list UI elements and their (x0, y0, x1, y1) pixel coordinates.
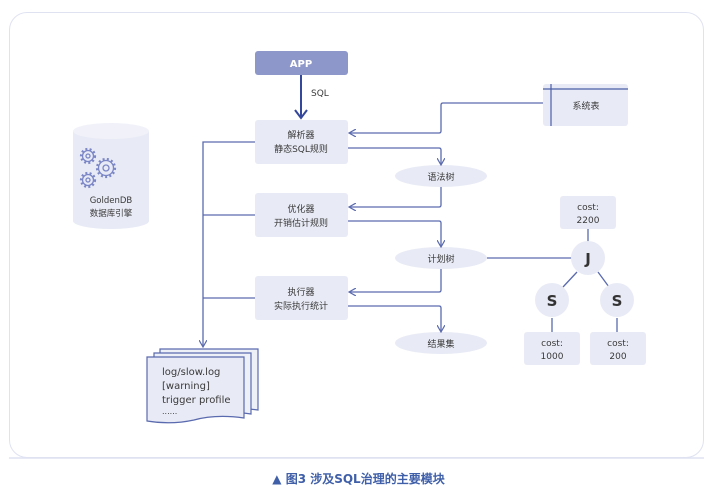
plan-tree: cost: 2200 J S S cost: 1000 cost: 200 (524, 196, 646, 365)
executor-title: 执行器 (287, 286, 314, 298)
scan-node-left: S (535, 283, 569, 317)
log-line-3: trigger profile (162, 395, 231, 406)
executor-subtitle: 实际执行统计 (274, 300, 328, 312)
sql-label: SQL (311, 89, 329, 99)
connector-optimizer-plan (348, 220, 441, 246)
optimizer-subtitle: 开销估计规则 (274, 217, 328, 229)
app-box: APP (255, 51, 348, 75)
sql-arrow: SQL (294, 75, 329, 120)
triangle-marker-icon: ▲ (272, 472, 282, 486)
caption-text: 图3 涉及SQL治理的主要模块 (285, 472, 445, 486)
scan-right-cost-box: cost: 200 (590, 332, 646, 365)
join-cost-label: cost: (577, 203, 599, 213)
result-set-node: 结果集 (395, 332, 487, 354)
system-table-box: 系统表 (543, 84, 628, 126)
join-node: J (571, 241, 605, 275)
plan-tree-node: 计划树 (395, 247, 487, 269)
scan-left-label: S (547, 292, 558, 310)
result-set-label: 结果集 (427, 338, 454, 350)
join-node-label: J (584, 250, 591, 268)
syntax-tree-node: 语法树 (395, 165, 487, 187)
engine-name: GoldenDB (90, 196, 133, 206)
plan-tree-label: 计划树 (427, 253, 454, 265)
scan-right-cost-label: cost: (607, 339, 629, 349)
scan-left-cost-value: 1000 (541, 352, 564, 362)
connector-systable-parser (350, 102, 543, 133)
figure-caption: ▲ 图3 涉及SQL治理的主要模块 (0, 470, 717, 487)
database-engine: GoldenDB 数据库引擎 (73, 123, 149, 229)
parser-subtitle: 静态SQL规则 (274, 143, 328, 155)
scan-left-cost-label: cost: (541, 339, 563, 349)
optimizer-box: 优化器 开销估计规则 (255, 193, 348, 237)
parser-box: 解析器 静态SQL规则 (255, 120, 348, 164)
connector-executor-result (348, 305, 441, 331)
syntax-tree-label: 语法树 (427, 171, 454, 183)
connector-trunk-log (203, 141, 255, 346)
connector-syntax-optimizer (350, 187, 442, 207)
app-label: APP (290, 59, 312, 70)
engine-subtitle: 数据库引擎 (90, 208, 133, 219)
connector-parser-syntax (348, 147, 441, 164)
connectors (203, 102, 572, 346)
scan-right-label: S (612, 292, 623, 310)
log-document-stack: log/slow.log [warning] trigger profile .… (146, 348, 259, 424)
log-line-4: ...... (162, 407, 177, 416)
scan-right-cost-value: 200 (609, 352, 626, 362)
log-line-1: log/slow.log (162, 367, 220, 378)
optimizer-title: 优化器 (287, 203, 314, 215)
parser-title: 解析器 (287, 129, 314, 141)
join-cost-value: 2200 (577, 216, 600, 226)
executor-box: 执行器 实际执行统计 (255, 276, 348, 320)
scan-node-right: S (600, 283, 634, 317)
system-table-label: 系统表 (572, 100, 599, 112)
gears-icon (79, 147, 117, 189)
scan-left-cost-box: cost: 1000 (524, 332, 580, 365)
log-line-2: [warning] (162, 381, 210, 392)
join-cost-box: cost: 2200 (560, 196, 616, 229)
connector-plan-executor (350, 269, 442, 292)
